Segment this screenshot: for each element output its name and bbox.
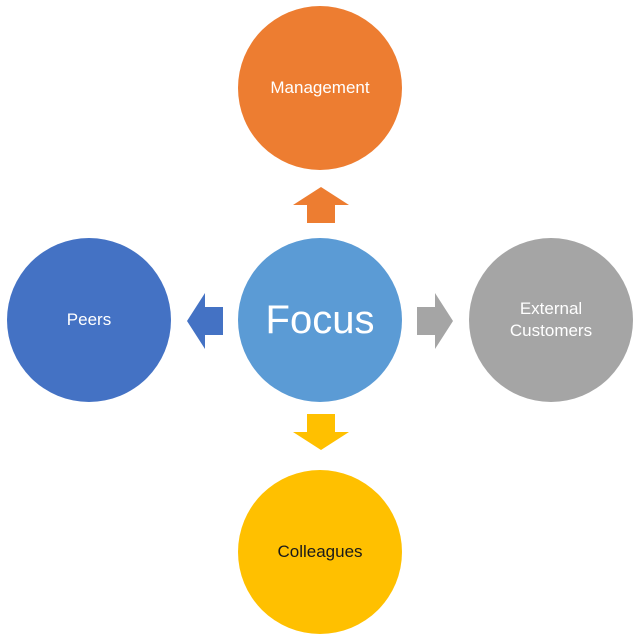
arrow-right-icon xyxy=(417,293,453,349)
management-label: Management xyxy=(270,77,370,97)
peers-circle: Peers xyxy=(7,238,171,402)
arrow-up-shape xyxy=(293,187,349,223)
arrow-down-icon xyxy=(293,414,349,450)
arrow-right-to-external-customers xyxy=(417,293,453,349)
arrow-right-shape xyxy=(417,293,453,349)
arrow-up-to-management xyxy=(293,187,349,223)
focus-circle: Focus xyxy=(238,238,402,402)
colleagues-label: Colleagues xyxy=(277,541,363,561)
arrow-down-to-colleagues xyxy=(293,414,349,450)
arrow-left-icon xyxy=(187,293,223,349)
colleagues-circle: Colleagues xyxy=(238,470,402,634)
external-customers-label: External Customers xyxy=(509,298,593,340)
arrow-left-to-peers xyxy=(187,293,223,349)
arrow-left-shape xyxy=(187,293,223,349)
arrow-down-shape xyxy=(293,414,349,450)
arrow-up-icon xyxy=(293,187,349,223)
focus-label: Focus xyxy=(265,298,375,342)
peers-label: Peers xyxy=(66,309,112,329)
management-circle: Management xyxy=(238,6,402,170)
external-customers-circle: External Customers xyxy=(469,238,633,402)
